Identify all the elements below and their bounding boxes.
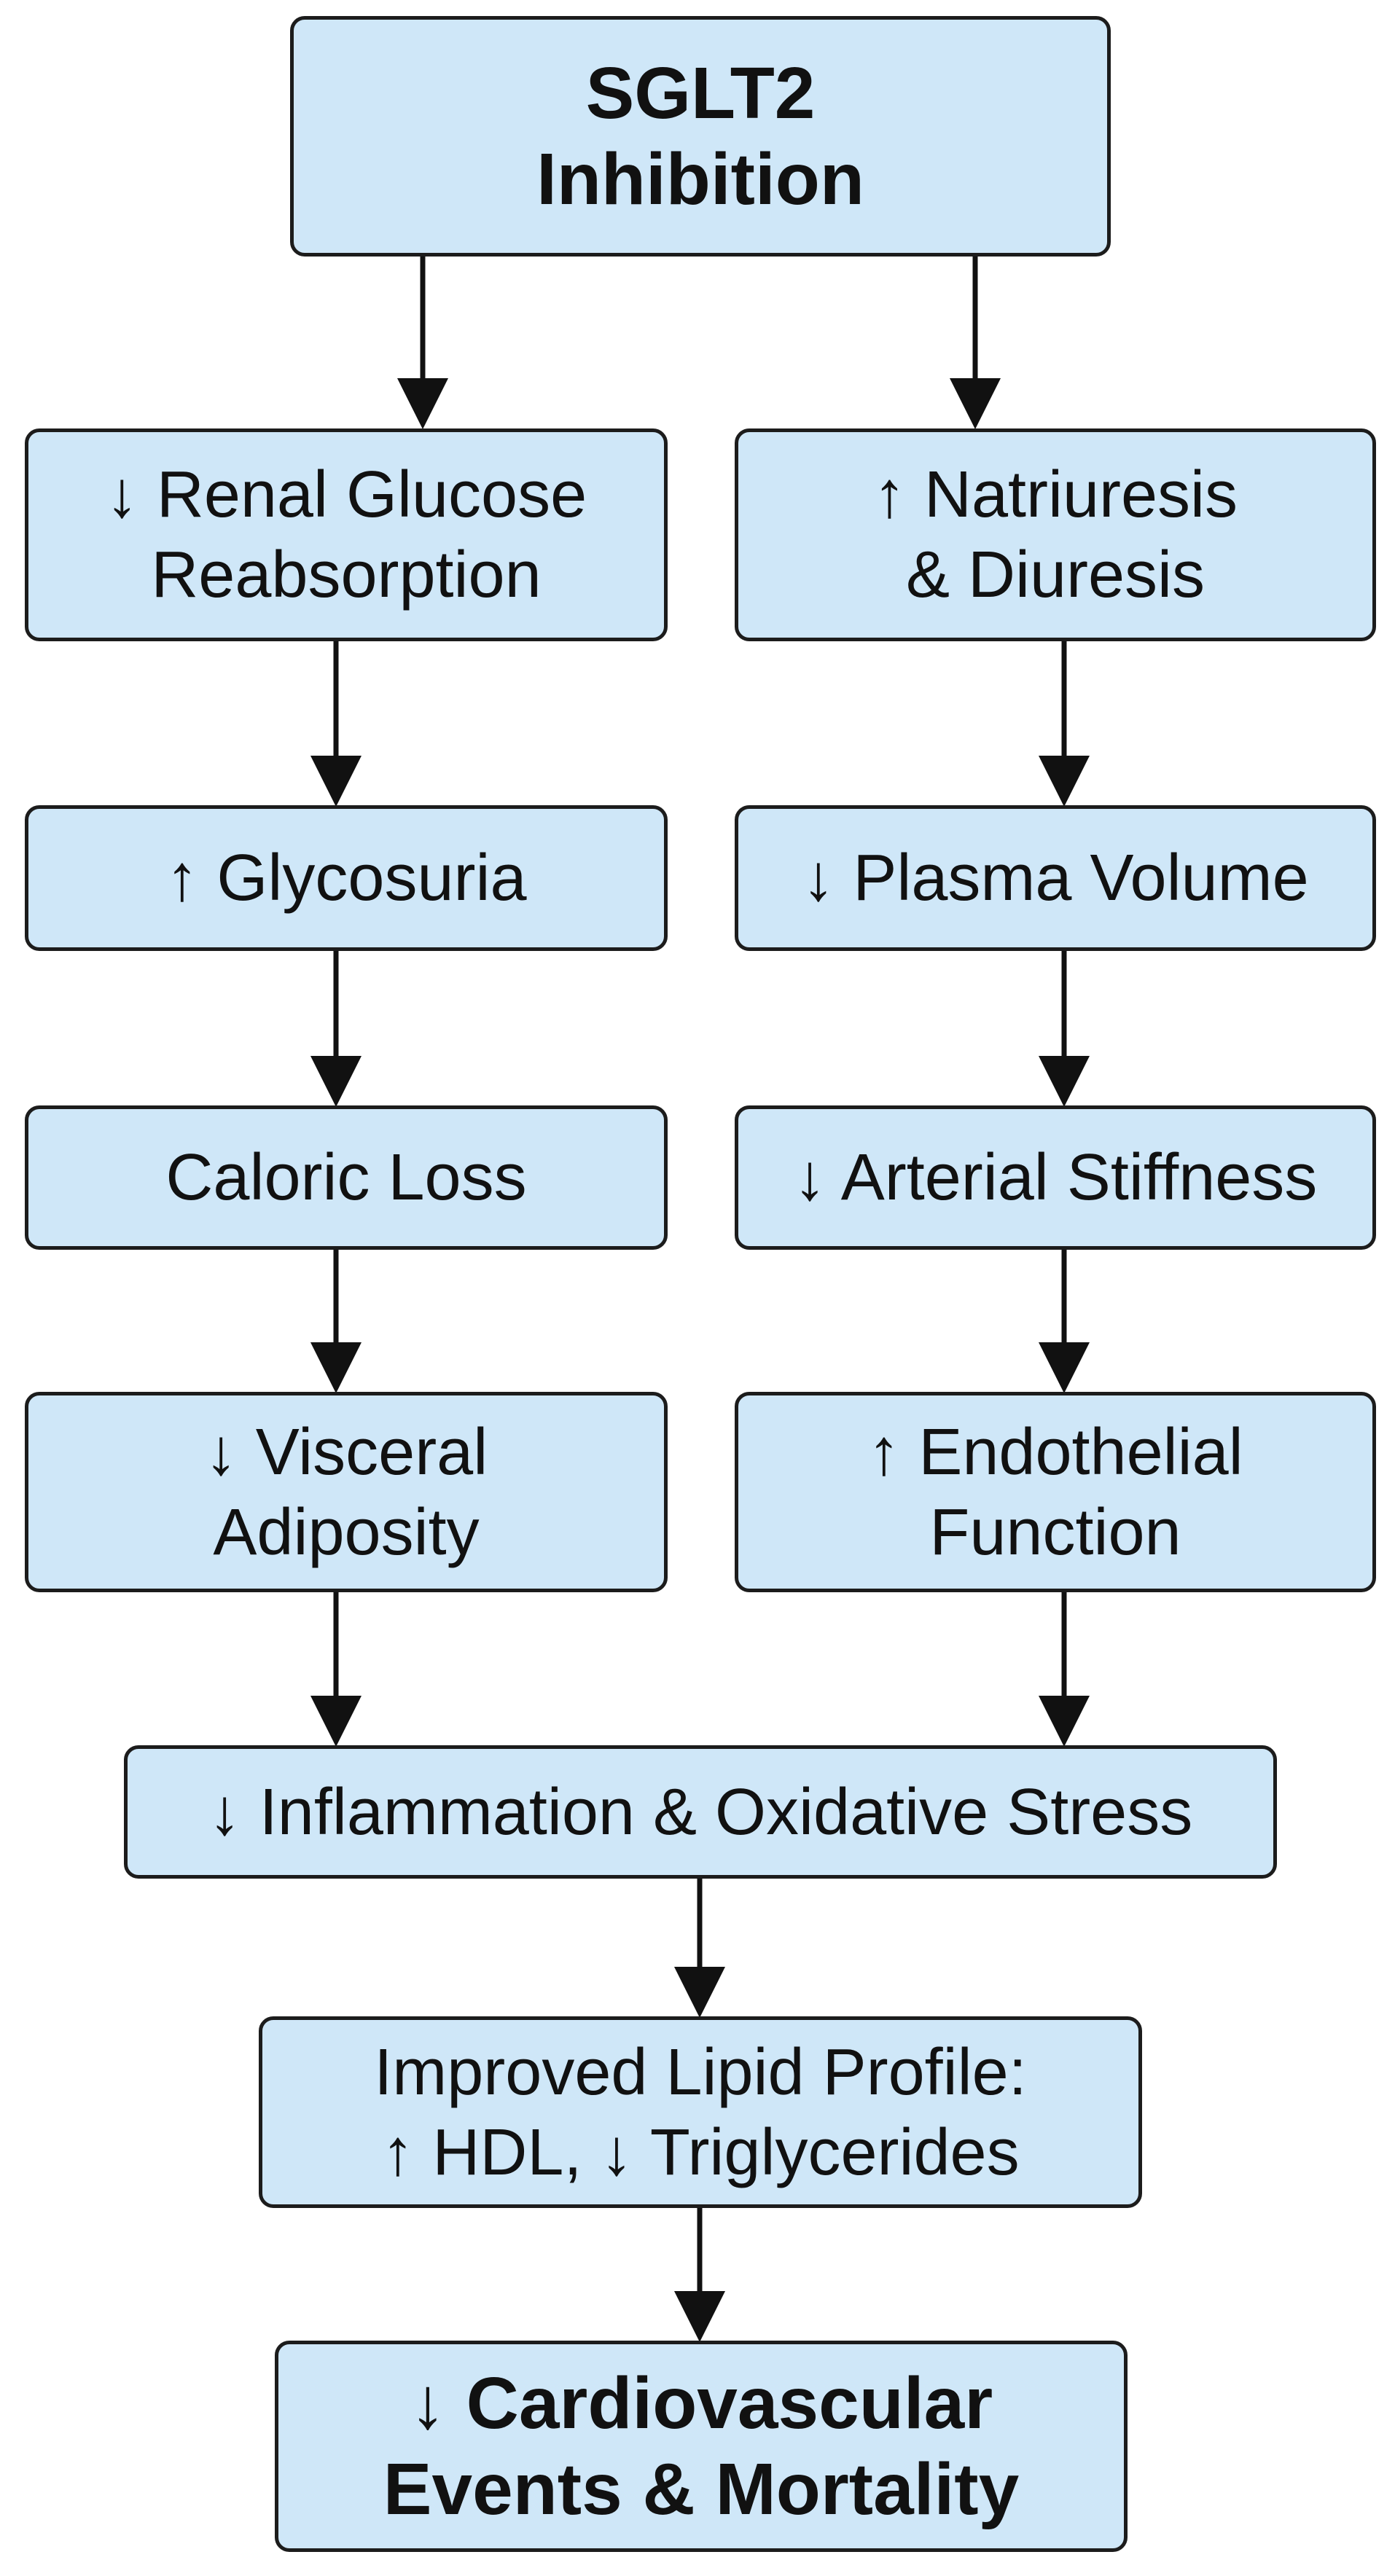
node-endothelial-function: ↑ Endothelial Function <box>735 1392 1376 1592</box>
node-arterial-stiffness: ↓ Arterial Stiffness <box>735 1105 1376 1250</box>
node-cardiovascular-events: ↓ Cardiovascular Events & Mortality <box>275 2341 1128 2552</box>
node-natriuresis-diuresis: ↑ Natriuresis & Diuresis <box>735 428 1376 641</box>
node-plasma-volume-label: ↓ Plasma Volume <box>802 842 1309 915</box>
node-arterial-stiffness-label: ↓ Arterial Stiffness <box>793 1141 1318 1214</box>
node-visceral-adiposity: ↓ Visceral Adiposity <box>25 1392 668 1592</box>
node-lipid-label: Improved Lipid Profile: ↑ HDL, ↓ Triglyc… <box>374 2035 1027 2189</box>
node-caloric-loss-label: Caloric Loss <box>165 1141 527 1214</box>
node-sglt2-inhibition-label: SGLT2 Inhibition <box>536 52 864 220</box>
node-glycosuria: ↑ Glycosuria <box>25 805 668 951</box>
node-natriuresis-label: ↑ Natriuresis & Diuresis <box>872 458 1238 611</box>
node-plasma-volume: ↓ Plasma Volume <box>735 805 1376 951</box>
node-endothelial-function-label: ↑ Endothelial Function <box>867 1415 1243 1569</box>
node-renal-glucose-label: ↓ Renal Glucose Reabsorption <box>105 458 587 611</box>
node-visceral-adiposity-label: ↓ Visceral Adiposity <box>204 1415 488 1569</box>
node-renal-glucose-reabsorption: ↓ Renal Glucose Reabsorption <box>25 428 668 641</box>
node-caloric-loss: Caloric Loss <box>25 1105 668 1250</box>
node-inflammation-oxidative-stress: ↓ Inflammation & Oxidative Stress <box>124 1745 1277 1879</box>
node-improved-lipid-profile: Improved Lipid Profile: ↑ HDL, ↓ Triglyc… <box>259 2016 1142 2208</box>
node-cardio-label: ↓ Cardiovascular Events & Mortality <box>383 2362 1020 2530</box>
node-inflammation-label: ↓ Inflammation & Oxidative Stress <box>208 1775 1193 1849</box>
node-glycosuria-label: ↑ Glycosuria <box>165 842 527 915</box>
node-sglt2-inhibition: SGLT2 Inhibition <box>290 16 1111 257</box>
